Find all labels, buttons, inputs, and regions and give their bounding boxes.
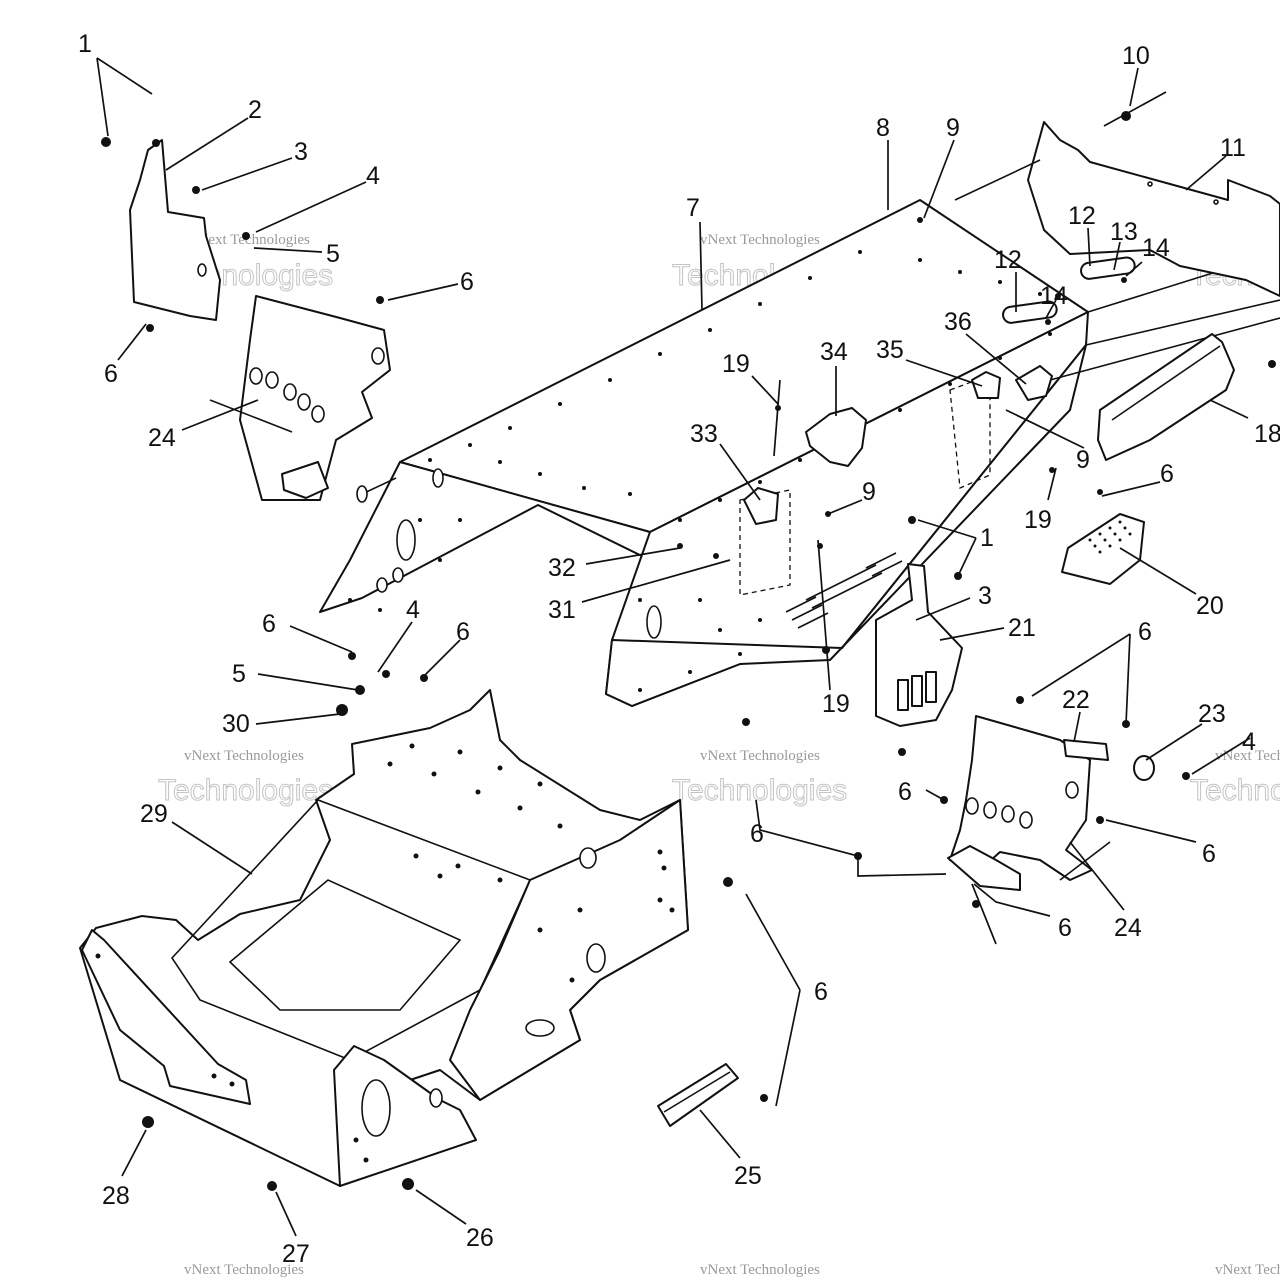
callout-label: 5 (326, 240, 340, 268)
callout-label: 3 (978, 582, 992, 610)
callout-label: 19 (1024, 506, 1052, 534)
callout-label: 21 (1008, 614, 1036, 642)
callout-label: 4 (406, 596, 420, 624)
part-35-bracket (971, 371, 1001, 399)
callout-label: 9 (1076, 446, 1090, 474)
callout-label: 4 (366, 162, 380, 190)
callout-label: 33 (690, 420, 718, 448)
watermark-text: Technologies (158, 774, 333, 807)
callout-label: 2 (248, 96, 262, 124)
callout-label: 12 (1068, 202, 1096, 230)
callout-label: 12 (994, 246, 1022, 274)
callout-label: 36 (944, 308, 972, 336)
callout-label: 1 (78, 30, 92, 58)
watermark-text: vNext Technologies (1215, 748, 1280, 764)
callout-label: 28 (102, 1182, 130, 1210)
callout-label: 22 (1062, 686, 1090, 714)
callout-label: 5 (232, 660, 246, 688)
callout-label: 6 (460, 268, 474, 296)
callout-label: 20 (1196, 592, 1224, 620)
callout-label: 14 (1142, 234, 1170, 262)
part-33-plate (743, 487, 779, 525)
watermark-text: vNext Technologies (184, 1262, 304, 1278)
watermark-text: vNext Technologies (190, 232, 310, 248)
part-34-bracket (805, 407, 867, 467)
callout-label: 6 (1160, 460, 1174, 488)
callout-label: 3 (294, 138, 308, 166)
callout-label: 6 (1058, 914, 1072, 942)
callout-label: 6 (750, 820, 764, 848)
fasteners (101, 111, 1276, 1191)
callout-label: 6 (456, 618, 470, 646)
watermark-text: vNext Technologies (184, 748, 304, 764)
callout-label: 26 (466, 1224, 494, 1252)
part-24-upper-bracket (209, 295, 391, 501)
part-25-angle (657, 1063, 739, 1127)
callout-label: 29 (140, 800, 168, 828)
watermark-text: vNext Technologies (700, 1262, 820, 1278)
watermark-text: vNext Technologies (1215, 1262, 1280, 1278)
part-29-front-frame (79, 689, 689, 1187)
part-23-washer (1133, 755, 1155, 781)
callout-label: 35 (876, 336, 904, 364)
watermark-text: vNext Technologies (700, 748, 820, 764)
callout-label: 14 (1040, 282, 1068, 310)
callout-label: 8 (876, 114, 890, 142)
callout-label: 6 (262, 610, 276, 638)
callout-label: 6 (814, 978, 828, 1006)
callout-label: 6 (1138, 618, 1152, 646)
part-21-bracket (875, 516, 963, 727)
callout-label: 24 (148, 424, 176, 452)
callout-label: 24 (1114, 914, 1142, 942)
callout-label: 19 (722, 350, 750, 378)
callout-label: 9 (862, 478, 876, 506)
callout-label: 31 (548, 596, 576, 624)
part-36-bracket (1015, 365, 1053, 401)
watermark-text: Technologies (1190, 774, 1280, 807)
callout-label: 11 (1220, 134, 1246, 162)
callout-label: 27 (282, 1240, 310, 1268)
part-18-cover (1097, 333, 1235, 461)
part-20-step (1061, 513, 1145, 585)
callout-label: 18 (1254, 420, 1280, 448)
tunnel-frame (319, 199, 1280, 707)
watermark-text: Technologies (672, 774, 847, 807)
callout-label: 6 (104, 360, 118, 388)
callout-label: 25 (734, 1162, 762, 1190)
part-11-rear-bracket (954, 121, 1280, 297)
callout-label: 6 (1202, 840, 1216, 868)
callout-label: 4 (1242, 728, 1256, 756)
callout-labels: 1 2 3 4 5 6 6 24 7 8 9 10 11 12 13 14 12… (78, 30, 1280, 1268)
callout-label: 30 (222, 710, 250, 738)
part-24-lower-bracket (947, 715, 1111, 891)
part-2-bracket (129, 139, 221, 321)
callout-label: 1 (980, 524, 994, 552)
callout-label: 34 (820, 338, 848, 366)
callout-label: 7 (686, 194, 700, 222)
watermark-text: vNext Technologies (700, 232, 820, 248)
callout-label: 32 (548, 554, 576, 582)
callout-label: 23 (1198, 700, 1226, 728)
part-22-plate (1063, 739, 1109, 761)
leader-lines (96, 57, 1251, 1237)
callout-label: 13 (1110, 218, 1138, 246)
callout-label: 10 (1122, 42, 1150, 70)
callout-label: 6 (898, 778, 912, 806)
callout-label: 9 (946, 114, 960, 142)
callout-label: 19 (822, 690, 850, 718)
